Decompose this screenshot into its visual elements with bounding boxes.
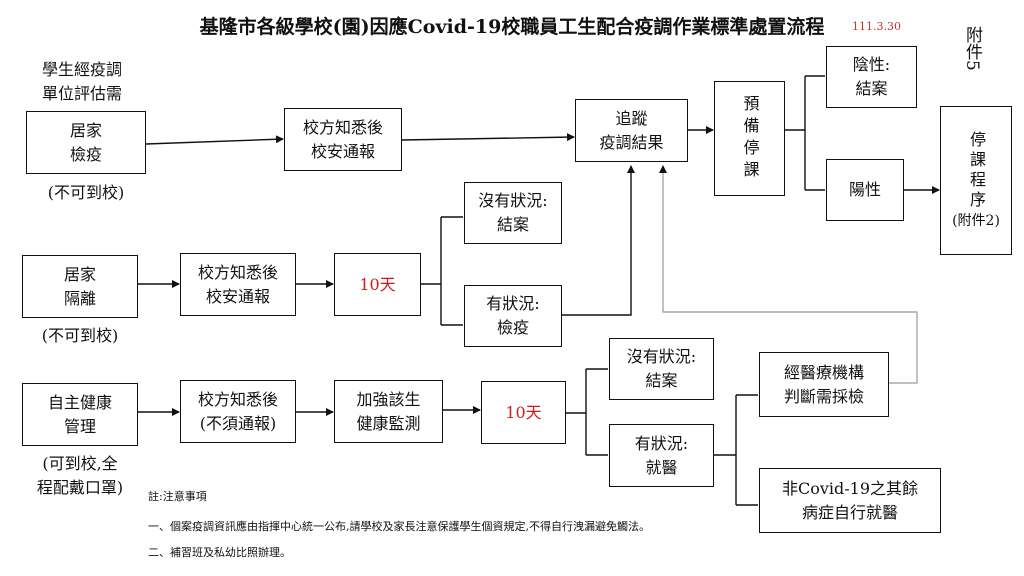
suspend-procedure-box: 停課程序 (附件2): [940, 106, 1012, 255]
arrow-r2-symptom-to-track: [562, 165, 635, 316]
bracket-r3-split: [566, 368, 608, 456]
r3-notify-text: 校方知悉後 (不須通報): [197, 389, 278, 433]
r1-notify-text: 校方知悉後 校安通報: [302, 117, 383, 161]
revision-date: 111.3.30: [852, 20, 901, 33]
prep-suspend-box: 預備停課: [714, 81, 785, 196]
r3-start-note: (可到校,全 程配戴口罩): [36, 454, 124, 497]
r3-no-symptom-text: 沒有狀況: 結案: [626, 347, 697, 390]
r3-medical-test-text: 經醫療機構 判斷需採檢: [783, 362, 864, 406]
track-result-text: 追蹤 疫調結果: [599, 108, 664, 152]
suspend-procedure-note: (附件2): [952, 212, 1000, 229]
r1-start-note: (不可到校): [47, 183, 125, 202]
r2-no-symptom-box: 沒有狀況: 結案: [464, 182, 562, 244]
r1-notify-box: 校方知悉後 校安通報: [284, 108, 402, 171]
r3-self-health-box: 自主健康 管理: [22, 383, 138, 446]
bracket-prep-split: [785, 75, 825, 191]
r3-symptom-text: 有狀況: 就醫: [634, 433, 689, 477]
r3-ten-days-text: 10天: [505, 402, 542, 422]
annex-label: 附件5: [962, 26, 982, 71]
arrow-r1-notify-to-track: [401, 133, 575, 142]
bracket-r3-symptom-split: [714, 394, 758, 506]
r3-no-symptom-box: 沒有狀況: 結案: [609, 338, 714, 400]
r3-symptom-box: 有狀況: 就醫: [609, 424, 714, 487]
positive-box: 陽性: [826, 159, 904, 221]
suspend-procedure-text: 停課程序: [967, 130, 986, 211]
r3-medical-test-box: 經醫療機構 判斷需採檢: [759, 352, 889, 417]
r1-home-quarantine-box: 居家 檢疫: [26, 111, 146, 174]
positive-text: 陽性: [848, 180, 881, 199]
r2-ten-days-text: 10天: [359, 274, 396, 294]
page-title: 基隆市各級學校(園)因應Covid-19校職員工生配合疫調作業標準處置流程: [199, 16, 825, 38]
arrow-r3-medical-to-track: [659, 165, 918, 384]
r2-notify-box: 校方知悉後 校安通報: [180, 253, 296, 316]
r2-ten-days-box: 10天: [334, 253, 421, 316]
negative-box: 陰性: 結案: [826, 46, 917, 108]
r2-notify-text: 校方知悉後 校安通報: [197, 262, 278, 306]
arrow-r1-start-to-notify: [145, 135, 284, 145]
r3-ten-days-box: 10天: [481, 381, 566, 444]
note-item-2: 二、補習班及私幼比照辦理。: [148, 546, 291, 559]
r2-home-isolation-text: 居家 隔離: [63, 264, 96, 308]
bracket-r2-split: [421, 216, 463, 326]
r2-no-symptom-text: 沒有狀況: 結案: [478, 191, 548, 234]
r2-symptom-text: 有狀況: 檢疫: [486, 294, 540, 337]
prep-suspend-text: 預備停課: [740, 94, 760, 183]
r2-symptom-box: 有狀況: 檢疫: [464, 285, 562, 347]
notes-heading: 註:注意事項: [148, 490, 207, 503]
r1-home-quarantine-text: 居家 檢疫: [69, 120, 102, 164]
r3-monitor-box: 加強該生 健康監測: [334, 380, 443, 443]
top-left-label: 學生經疫調 單位評估需: [41, 60, 122, 103]
note-item-1: 一、個案疫調資訊應由指揮中心統一公布,請學校及家長注意保護學生個資規定,不得自行…: [148, 520, 650, 533]
negative-text: 陰性: 結案: [852, 55, 891, 98]
r3-other-illness-text: 非Covid-19之其餘 病症自行就醫: [781, 478, 919, 522]
r3-monitor-text: 加強該生 健康監測: [356, 389, 421, 433]
track-result-box: 追蹤 疫調結果: [575, 99, 688, 162]
r2-start-note: (不可到校): [41, 326, 119, 345]
r3-self-health-text: 自主健康 管理: [47, 392, 112, 436]
r3-other-illness-box: 非Covid-19之其餘 病症自行就醫: [759, 468, 941, 533]
r2-home-isolation-box: 居家 隔離: [22, 255, 138, 318]
r3-notify-box: 校方知悉後 (不須通報): [180, 380, 296, 443]
